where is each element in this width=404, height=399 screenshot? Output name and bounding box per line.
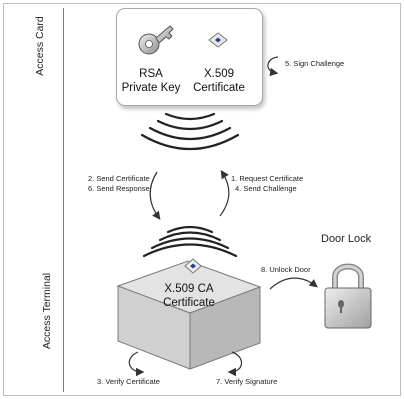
access-card: [116, 8, 263, 106]
padlock-icon: [324, 263, 372, 329]
request-certificate-label: 1. Request Certificate: [231, 174, 304, 183]
section-divider: [63, 8, 64, 392]
terminal-box-icon: [116, 260, 262, 370]
private-key-label: RSA Private Key: [121, 68, 181, 94]
verify-certificate-label: 3. Verify Certificate: [97, 377, 160, 386]
verify-certificate-loop-arrow: [128, 351, 145, 377]
sign-loop-arrow: [267, 56, 279, 77]
unlock-arrow: [269, 277, 318, 290]
verify-signature-label: 7. Verify Signature: [216, 377, 278, 386]
verify-signature-loop-arrow: [227, 351, 243, 377]
certificate-icon: [208, 32, 228, 48]
certificate-icon: [184, 258, 202, 274]
door-lock-title: Door Lock: [321, 233, 372, 245]
request-arrow: [219, 169, 230, 217]
send-challenge-label: 4. Send Challenge: [235, 184, 297, 193]
send-arrow: [149, 171, 161, 220]
wireless-wave-icon: [142, 225, 238, 258]
wireless-wave-icon: [140, 112, 240, 150]
send-certificate-label: 2. Send Certificate: [88, 174, 150, 183]
terminal-certificate-label: X.509 CA Certificate: [163, 283, 215, 309]
key-icon: [138, 25, 174, 55]
card-certificate-label: X.509 Certificate: [193, 68, 245, 94]
diagram-frame: [3, 3, 401, 396]
unlock-door-label: 8. Unlock Door: [261, 265, 311, 274]
sign-challenge-label: 5. Sign Challenge: [285, 59, 345, 68]
send-response-label: 6. Send Response: [88, 184, 150, 193]
